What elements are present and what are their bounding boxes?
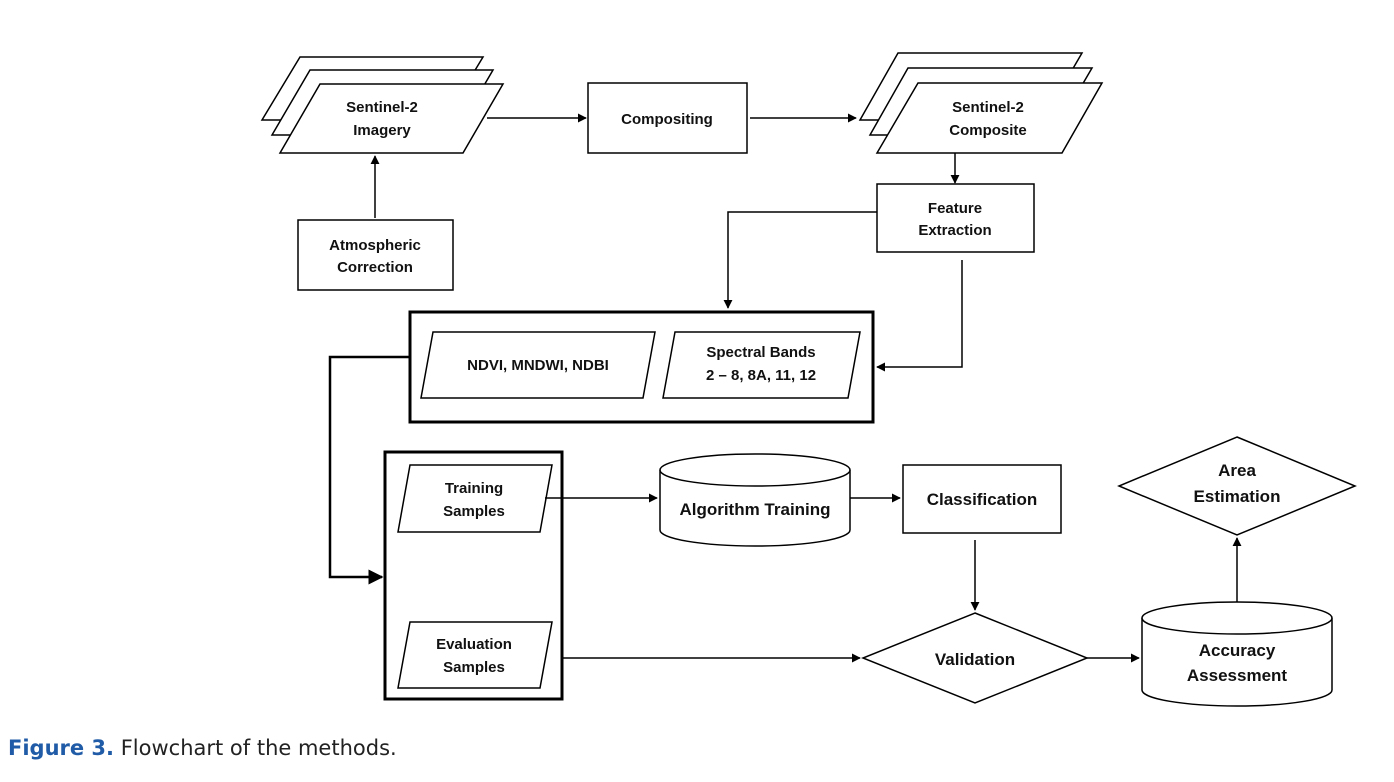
node-feature-extraction: Feature Extraction (876, 183, 1035, 253)
sentinel-imagery-line2: Imagery (353, 122, 411, 139)
figure-label: Figure 3. (8, 736, 115, 760)
node-classification: Classification (902, 464, 1062, 534)
caption-text: Flowchart of the methods. (120, 736, 397, 760)
node-algorithm-training: Algorithm Training (659, 453, 851, 547)
classification-label: Classification (927, 490, 1038, 509)
node-sentinel-composite: Sentinel-2 Composite (858, 52, 1104, 154)
area-estimation-line1: Area (1218, 461, 1256, 480)
evaluation-samples-line1: Evaluation (436, 636, 512, 653)
atmospheric-correction-line1: Atmospheric (329, 237, 421, 254)
sentinel-composite-line2: Composite (949, 122, 1027, 139)
node-area-estimation: Area Estimation (1117, 436, 1357, 536)
area-estimation-line2: Estimation (1194, 487, 1281, 506)
arrow-extraction-to-indices (723, 211, 877, 309)
figure-caption: Figure 3. Flowchart of the methods. (8, 736, 397, 760)
training-samples-line2: Samples (443, 503, 505, 520)
node-compositing: Compositing (587, 82, 748, 154)
feature-extraction-line1: Feature (928, 200, 982, 217)
sentinel-composite-line1: Sentinel-2 (952, 99, 1024, 116)
node-spectral-bands: Spectral Bands 2 – 8, 8A, 11, 12 (662, 331, 861, 399)
training-samples-line1: Training (445, 480, 503, 497)
validation-label: Validation (935, 650, 1015, 669)
algorithm-training-label: Algorithm Training (679, 500, 830, 519)
accuracy-assessment-line2: Assessment (1187, 666, 1288, 685)
connectors (328, 113, 1242, 663)
evaluation-samples-line2: Samples (443, 659, 505, 676)
compositing-label: Compositing (621, 111, 713, 128)
indices-label: NDVI, MNDWI, NDBI (467, 357, 609, 374)
node-evaluation-samples: Evaluation Samples (397, 621, 553, 689)
node-accuracy-assessment: Accuracy Assessment (1141, 601, 1333, 707)
spectral-bands-line2: 2 – 8, 8A, 11, 12 (706, 367, 816, 384)
node-validation: Validation (860, 612, 1090, 704)
arrow-extraction-to-bands (876, 260, 963, 372)
arrow-features-to-samples (328, 355, 410, 585)
spectral-bands-line1: Spectral Bands (706, 344, 815, 361)
sentinel-imagery-line1: Sentinel-2 (346, 99, 418, 116)
node-atmospheric-correction: Atmospheric Correction (297, 219, 454, 291)
feature-extraction-line2: Extraction (918, 222, 991, 239)
node-training-samples: Training Samples (397, 464, 553, 533)
accuracy-assessment-line1: Accuracy (1199, 641, 1276, 660)
node-indices: NDVI, MNDWI, NDBI (420, 331, 656, 399)
atmospheric-correction-line2: Correction (337, 259, 413, 276)
node-sentinel-imagery: Sentinel-2 Imagery (260, 56, 505, 154)
